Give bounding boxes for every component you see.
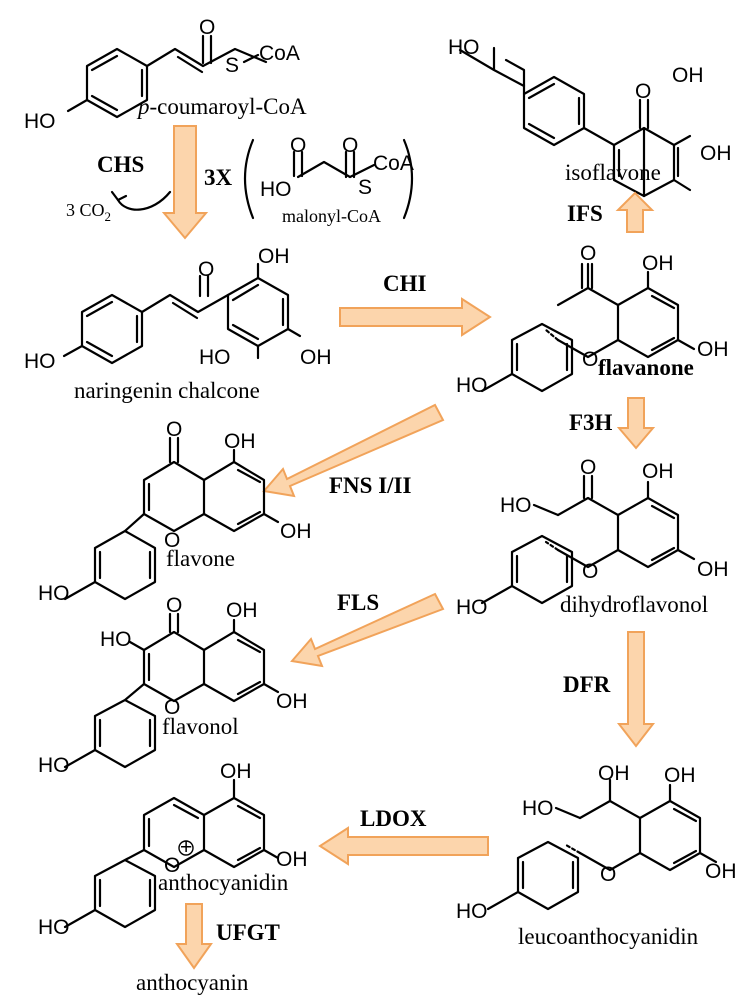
enzyme-label-chi: CHI — [383, 271, 427, 296]
atom-label: HO — [38, 916, 70, 939]
arrow-fns — [262, 403, 445, 498]
atom-label: HO — [24, 110, 56, 133]
arrow-fls — [290, 592, 445, 668]
isoflavone-structure: HO O OH OH isoflavone — [448, 36, 732, 198]
atom-label: HO — [38, 754, 70, 777]
atom-label: S — [358, 176, 372, 199]
atom-label: OH — [280, 520, 312, 543]
atom-label: OH — [664, 764, 696, 787]
atom-label: HO — [522, 797, 554, 820]
atom-label: HO — [456, 900, 488, 923]
atom-label: HO — [100, 628, 132, 651]
atom-label: OH — [226, 599, 258, 622]
multiplier-label: 3X — [204, 165, 233, 190]
coumaroyl-coa-label: p-coumaroyl-CoA — [136, 94, 307, 119]
flavanone-structure: O OH OH O HO flavanone — [456, 242, 729, 397]
anthocyanidin-label: anthocyanidin — [158, 870, 289, 895]
arrow-f3h — [616, 397, 656, 450]
atom-label: O — [635, 80, 651, 103]
dihydroflavonol-structure: O OH OH O HO HO dihydroflavonol — [456, 456, 729, 619]
flavone-structure: O OH OH O HO flavone — [38, 418, 312, 605]
atom-label: O — [582, 560, 598, 583]
atom-label: OH — [697, 558, 729, 581]
enzyme-label-fls: FLS — [337, 590, 379, 615]
leucoanthocyanidin-structure: OH HO OH OH O HO leucoanthocyanidin — [456, 762, 737, 949]
anthocyanidin-structure: OH OH O + HO anthocyanidin — [38, 760, 308, 939]
atom-label: OH — [642, 460, 674, 483]
arrow-ifs — [615, 191, 655, 233]
atom-label: HO — [38, 582, 70, 605]
atom-label: O — [600, 863, 616, 886]
atom-label: O — [164, 854, 180, 877]
coumaroyl-suffix: -coumaroyl-CoA — [150, 94, 308, 119]
atom-label: HO — [456, 596, 488, 619]
flavonol-structure: O HO OH OH O HO flavonol — [38, 594, 308, 777]
arrow-chi — [339, 297, 492, 337]
flavonol-label: flavonol — [162, 714, 239, 739]
atom-label: OH — [705, 860, 737, 883]
atom-label: O — [290, 134, 306, 157]
atom-label: OH — [276, 848, 308, 871]
atom-label: OH — [220, 760, 252, 783]
chalcone-structure: O OH HO OH HO naringenin chalcone — [24, 245, 332, 403]
atom-label: OH — [598, 762, 630, 785]
atom-label: OH — [697, 338, 729, 361]
enzyme-label-fns: FNS I/II — [329, 473, 411, 498]
co2-label: 3 CO2 — [66, 200, 111, 224]
atom-label: O — [580, 242, 596, 265]
atom-label: O — [580, 456, 596, 479]
arrow-dfr — [616, 631, 656, 748]
atom-label: OH — [300, 346, 332, 369]
atom-label: OH — [276, 690, 308, 713]
atom-label: O — [198, 258, 214, 281]
enzyme-label-ifs: IFS — [567, 201, 603, 226]
atom-label: O — [166, 594, 182, 617]
chalcone-label: naringenin chalcone — [74, 378, 260, 403]
atom-label: OH — [258, 245, 290, 268]
malonyl-coa-structure: O O HO S CoA malonyl-CoA — [260, 134, 414, 226]
atom-label: O — [582, 348, 598, 371]
atom-label: CoA — [259, 42, 300, 65]
atom-label: O — [166, 418, 182, 441]
atom-label: HO — [500, 494, 532, 517]
atom-label: HO — [260, 178, 292, 201]
atom-label: OH — [642, 252, 674, 275]
atom-label: HO — [448, 36, 480, 59]
atom-label: OH — [224, 430, 256, 453]
flavone-label: flavone — [166, 546, 235, 571]
malonyl-coa-label: malonyl-CoA — [282, 206, 381, 226]
isoflavone-label: isoflavone — [565, 160, 661, 185]
atom-label: OH — [672, 64, 704, 87]
atom-label: HO — [456, 374, 488, 397]
arrow-ufgt — [175, 903, 213, 970]
atom-label: O — [199, 16, 215, 39]
dihydroflavonol-label: dihydroflavonol — [560, 592, 708, 617]
enzyme-label-ldox: LDOX — [360, 806, 427, 831]
enzyme-label-dfr: DFR — [563, 672, 611, 697]
atom-label: S — [225, 54, 239, 77]
oxonium-charge: + — [180, 836, 192, 859]
coumaroyl-coa-structure: O S CoA HO p-coumaroyl-CoA — [24, 16, 307, 133]
atom-label: HO — [24, 350, 56, 373]
arrow-ldox — [318, 826, 489, 866]
coumaroyl-prefix: p — [136, 94, 150, 119]
atom-label: OH — [700, 142, 732, 165]
atom-label: O — [342, 134, 358, 157]
atom-label: CoA — [373, 152, 414, 175]
atom-label: O — [164, 529, 180, 552]
atom-label: HO — [199, 346, 231, 369]
leucoanthocyanidin-label: leucoanthocyanidin — [518, 924, 699, 949]
arrow-chs — [161, 125, 209, 240]
atom-label: O — [164, 696, 180, 719]
enzyme-label-ufgt: UFGT — [216, 920, 280, 945]
flavanone-label: flavanone — [598, 355, 694, 380]
enzyme-label-chs: CHS — [97, 152, 144, 177]
enzyme-label-f3h: F3H — [569, 410, 613, 435]
anthocyanin-label: anthocyanin — [136, 970, 249, 995]
